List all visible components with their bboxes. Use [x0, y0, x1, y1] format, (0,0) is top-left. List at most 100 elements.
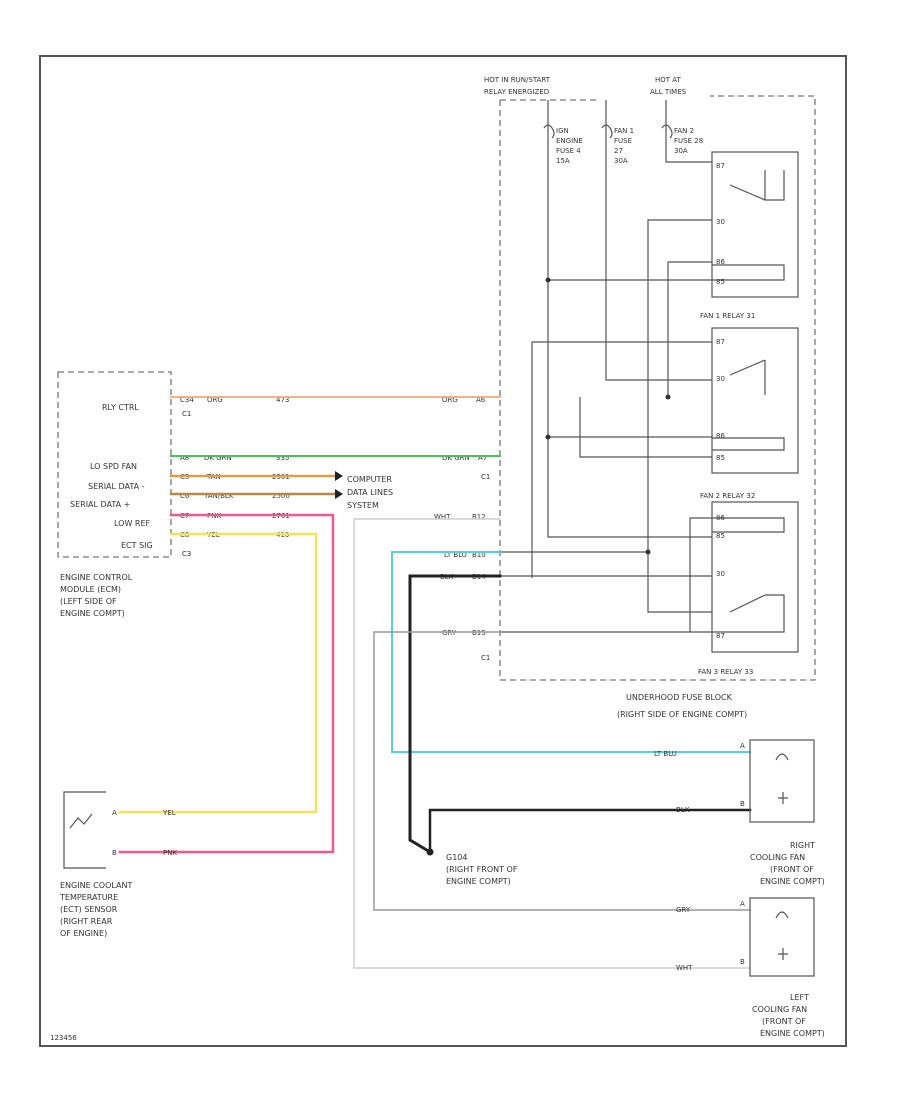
svg-text:WHT: WHT [434, 513, 451, 521]
fuse-block-connector-labels: ORG A6 DK GRN A7 WHT B12 LT BLU B10 BLK … [434, 396, 490, 662]
svg-text:A: A [740, 742, 745, 750]
svg-text:TEMPERATURE: TEMPERATURE [59, 893, 118, 902]
svg-text:B12: B12 [472, 513, 486, 521]
svg-text:86: 86 [716, 432, 725, 440]
colored-wires [118, 396, 752, 969]
svg-text:BLK: BLK [676, 806, 690, 814]
ecm-pin-label-3: SERIAL DATA - [88, 482, 145, 491]
ect-sensor: A B YEL PNK ENGINE COOLANT TEMPERATURE (… [59, 791, 177, 938]
svg-text:SYSTEM: SYSTEM [347, 501, 379, 510]
fuse-block-outline [499, 95, 816, 681]
wire-black-fan [428, 808, 752, 854]
svg-text:FAN 3 RELAY 33: FAN 3 RELAY 33 [698, 668, 753, 676]
ecm-connector-c1: C1 [182, 410, 191, 418]
svg-text:A7: A7 [478, 454, 487, 462]
svg-text:(ECT) SENSOR: (ECT) SENSOR [60, 905, 118, 914]
wire-black-ground [408, 574, 502, 855]
fuse-block-caption: UNDERHOOD FUSE BLOCK (RIGHT SIDE OF ENGI… [617, 693, 747, 719]
circuit-335: 335 [276, 454, 289, 462]
ecm-pin-label-1: RLY CTRL [102, 403, 139, 412]
fuse-block-internal-wiring [500, 150, 712, 633]
wire-lt-blue [391, 551, 751, 753]
svg-text:LEFT: LEFT [790, 993, 809, 1002]
svg-text:YEL: YEL [162, 809, 176, 817]
data-link-arrows [335, 471, 343, 499]
svg-text:GRY: GRY [442, 629, 457, 637]
svg-text:(RIGHT REAR: (RIGHT REAR [60, 917, 113, 926]
svg-text:(RIGHT SIDE OF ENGINE COMPT): (RIGHT SIDE OF ENGINE COMPT) [617, 710, 747, 719]
svg-text:ENGINE COMPT): ENGINE COMPT) [760, 877, 825, 886]
svg-text:HOT AT: HOT AT [655, 76, 682, 84]
wire-color-1: ORG [207, 396, 223, 404]
footer-id: 123456 [50, 1034, 77, 1042]
svg-text:(RIGHT FRONT OF: (RIGHT FRONT OF [446, 865, 518, 874]
fuses: IGN ENGINE FUSE 4 15A FAN 1 FUSE 27 30A … [543, 100, 703, 165]
svg-text:GRY: GRY [676, 906, 691, 914]
svg-text:MODULE (ECM): MODULE (ECM) [60, 585, 121, 594]
svg-text:15A: 15A [556, 157, 570, 165]
ecm-caption: ENGINE CONTROL MODULE (ECM) (LEFT SIDE O… [60, 573, 133, 618]
svg-text:COOLING FAN: COOLING FAN [752, 1005, 807, 1014]
svg-text:FAN 1: FAN 1 [614, 127, 634, 135]
svg-text:87: 87 [716, 162, 725, 170]
svg-text:WHT: WHT [676, 964, 693, 972]
svg-text:ENGINE COMPT): ENGINE COMPT) [446, 877, 511, 886]
svg-text:RELAY ENERGIZED: RELAY ENERGIZED [484, 88, 549, 96]
svg-text:27: 27 [614, 147, 623, 155]
wire-yellow [118, 532, 318, 814]
wire-gray [373, 631, 751, 911]
svg-text:OF ENGINE): OF ENGINE) [60, 929, 107, 938]
svg-text:A6: A6 [476, 396, 486, 404]
svg-text:ENGINE COOLANT: ENGINE COOLANT [60, 881, 132, 890]
wire-color-2: DK GRN [204, 454, 232, 462]
svg-text:C1: C1 [481, 654, 490, 662]
svg-text:UNDERHOOD FUSE BLOCK: UNDERHOOD FUSE BLOCK [626, 693, 733, 702]
svg-text:G104: G104 [446, 853, 467, 862]
svg-text:30: 30 [716, 218, 725, 226]
relay-3: 86 85 30 87 FAN 3 RELAY 33 [698, 501, 799, 676]
svg-text:DATA LINES: DATA LINES [347, 488, 393, 497]
svg-text:ENGINE COMPT): ENGINE COMPT) [60, 609, 125, 618]
ecm-pin-1: C34 [180, 396, 194, 404]
svg-text:FUSE 4: FUSE 4 [556, 147, 581, 155]
svg-text:30: 30 [716, 570, 725, 578]
svg-text:B: B [740, 958, 745, 966]
circuit-2500: 2500 [272, 492, 290, 500]
ecm-pin-2: A8 [180, 454, 189, 462]
svg-text:B15: B15 [472, 629, 486, 637]
svg-text:FUSE: FUSE [614, 137, 632, 145]
data-link-label: COMPUTER DATA LINES SYSTEM [347, 475, 393, 510]
relay-2: 87 30 86 85 FAN 2 RELAY 32 [700, 327, 799, 500]
svg-text:86: 86 [716, 258, 725, 266]
svg-text:COMPUTER: COMPUTER [347, 475, 392, 484]
svg-text:FAN 2: FAN 2 [674, 127, 694, 135]
svg-text:IGN: IGN [556, 127, 569, 135]
svg-text:COOLING FAN: COOLING FAN [750, 853, 805, 862]
svg-text:30: 30 [716, 375, 725, 383]
ground-symbol [426, 848, 434, 856]
svg-text:A: A [112, 809, 117, 817]
svg-text:LT BLU: LT BLU [654, 750, 677, 758]
svg-text:C1: C1 [481, 473, 490, 481]
ecm-pin-label-5: LOW REF [114, 519, 151, 528]
svg-text:FUSE 28: FUSE 28 [674, 137, 703, 145]
svg-text:(FRONT OF: (FRONT OF [770, 865, 814, 874]
wire-pink [118, 513, 335, 854]
ecm-box [57, 371, 172, 558]
svg-text:HOT IN RUN/START: HOT IN RUN/START [484, 76, 551, 84]
svg-text:87: 87 [716, 338, 725, 346]
relay-1: 87 30 86 85 FAN 1 RELAY 31 [700, 151, 799, 320]
svg-text:30A: 30A [614, 157, 628, 165]
svg-text:30A: 30A [674, 147, 688, 155]
ecm-pin-label-6: ECT SIG [121, 541, 153, 550]
right-cooling-fan: LT BLU BLK A B RIGHT COOLING FAN (FRONT … [654, 739, 825, 886]
svg-text:B: B [740, 800, 745, 808]
svg-text:85: 85 [716, 278, 725, 286]
svg-text:85: 85 [716, 454, 725, 462]
svg-text:ALL TIMES: ALL TIMES [650, 88, 687, 96]
svg-text:85: 85 [716, 532, 725, 540]
ecm-connector-c3: C3 [182, 550, 191, 558]
svg-text:86: 86 [716, 514, 725, 522]
svg-text:B: B [112, 849, 117, 857]
